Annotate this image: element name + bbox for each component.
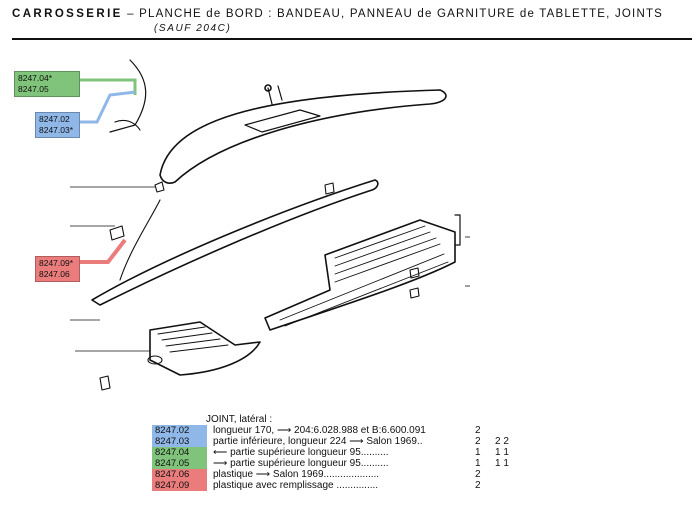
page-title: CARROSSERIE [12, 8, 123, 20]
red-leader-line [80, 238, 127, 264]
part-qty: 2 [475, 425, 481, 436]
part-description: plastique ⟶ Salon 1969..................… [213, 469, 380, 480]
callout-red: 8247.09* 8247.06 [35, 256, 80, 282]
callout-blue: 8247.02 8247.03* [35, 112, 80, 138]
part-qty: 1 [475, 447, 481, 458]
dashboard-top-bar [159, 89, 447, 184]
callout-red-line-1: 8247.09* [39, 258, 74, 268]
part-qty: 1 [475, 458, 481, 469]
part-code: 8247.09 [152, 480, 207, 491]
callout-blue-line-1: 8247.02 [39, 114, 70, 124]
part-qty: 2 [475, 436, 481, 447]
callout-green: 8247.04* 8247.05 [14, 71, 80, 97]
header-rule [12, 38, 692, 40]
part-description: partie inférieure, longueur 224 ⟶ Salon … [213, 436, 423, 447]
part-description: ⟶ partie supérieure longueur 95.........… [213, 458, 389, 469]
part-description: longueur 170, ⟶ 204:6.028.988 et B:6.600… [213, 425, 426, 436]
parts-heading: JOINT, latéral : [206, 414, 273, 425]
ribbed-shelf-panel [264, 219, 456, 331]
part-code: 8247.03 [152, 436, 207, 447]
part-code: 8247.06 [152, 469, 207, 480]
part-code: 8247.05 [152, 458, 207, 469]
part-qty: 2 [475, 469, 481, 480]
lower-dash-panel [149, 321, 261, 376]
parts-row: 8247.05 ⟶ partie supérieure longueur 95..… [152, 458, 509, 469]
long-moulding [91, 179, 379, 306]
windscreen-frame-lower [119, 199, 161, 281]
part-description: ⟵ partie supérieure longueur 95.........… [213, 447, 389, 458]
page-header: CARROSSERIE – PLANCHE de BORD : BANDEAU,… [12, 8, 692, 34]
part-qty-alt: 1 1 [495, 447, 509, 458]
part-code: 8247.02 [152, 425, 207, 436]
parts-row: 8247.06 plastique ⟶ Salon 1969...........… [152, 469, 509, 480]
part-qty-alt: 1 1 [495, 458, 509, 469]
callout-green-line-2: 8247.05 [18, 84, 49, 94]
parts-row: 8247.03 partie inférieure, longueur 224 ⟶… [152, 436, 509, 447]
parts-row: 8247.04 ⟵ partie supérieure longueur 95..… [152, 447, 509, 458]
blue-leader-line [80, 90, 136, 124]
parts-row: 8247.09 plastique avec remplissage ......… [152, 480, 509, 491]
part-qty: 2 [475, 480, 481, 491]
header-title-line: CARROSSERIE – PLANCHE de BORD : BANDEAU,… [12, 8, 692, 20]
callout-blue-line-2: 8247.03* [39, 125, 74, 135]
callout-red-line-2: 8247.06 [39, 269, 70, 279]
part-code: 8247.04 [152, 447, 207, 458]
green-leader-line [80, 78, 137, 95]
part-qty-alt: 2 2 [495, 436, 509, 447]
page-note: (SAUF 204C) [154, 23, 232, 34]
callout-green-line-1: 8247.04* [18, 73, 53, 83]
part-description: plastique avec remplissage .............… [213, 480, 379, 491]
page-subtitle: – PLANCHE de BORD : BANDEAU, PANNEAU de … [122, 8, 664, 20]
exploded-diagram [70, 59, 470, 391]
parts-row: 8247.02 longueur 170, ⟶ 204:6.028.988 et … [152, 425, 509, 436]
